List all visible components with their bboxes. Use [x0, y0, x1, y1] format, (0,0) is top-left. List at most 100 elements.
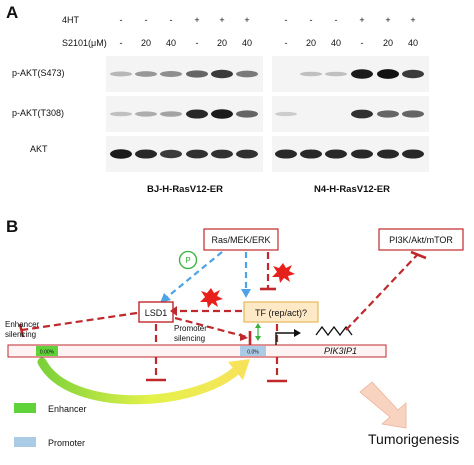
- n4-s2101-4: 20: [383, 38, 393, 48]
- enhancer-region: [36, 346, 58, 356]
- band-n4-row2-lane1: [300, 149, 322, 159]
- legend-enhancer-label: Enhancer: [48, 404, 87, 414]
- panel-b-label: B: [6, 217, 18, 236]
- band-n4-row0-lane4: [377, 69, 399, 79]
- band-n4-row0-lane3: [351, 69, 373, 79]
- enhancer-silencing-label-1: Enhancer: [5, 320, 40, 329]
- band-n4-row2-lane5: [402, 149, 424, 159]
- band-bj-row1-lane3: [186, 109, 208, 119]
- bj-ht-1: -: [145, 15, 148, 25]
- n4-ht-5: +: [410, 15, 415, 25]
- n4-s2101-3: -: [361, 38, 364, 48]
- legend-enhancer-swatch: [14, 403, 36, 413]
- promoter-region: [240, 346, 266, 356]
- band-bj-row2-lane3: [186, 149, 208, 159]
- bj-s2101-3: -: [196, 38, 199, 48]
- down-arrowhead-icon: [255, 336, 261, 341]
- band-bj-row2-lane1: [135, 149, 157, 159]
- legend-promoter-label: Promoter: [48, 438, 85, 448]
- band-n4-row0-lane1: [300, 71, 322, 77]
- ras-mek-erk-box: [203, 228, 279, 251]
- burst-icon: [200, 288, 223, 308]
- tumorigenesis-label: Tumorigenesis: [368, 431, 459, 447]
- tumorigenesis-arrow-icon: [359, 381, 407, 429]
- band-bj-row0-lane4: [211, 69, 233, 79]
- bj-s2101-1: 20: [141, 38, 151, 48]
- n4-s2101-1: 20: [306, 38, 316, 48]
- mrna-icon: [315, 325, 353, 337]
- band-bj-row1-lane2: [160, 111, 182, 117]
- enhancer-silencing-label-2: silencing: [5, 330, 36, 339]
- band-n4-row1-lane3: [351, 109, 373, 119]
- phosphorylation-label: P: [185, 256, 190, 265]
- gene-name: PIK3IP1: [324, 346, 357, 356]
- n4-ht-3: +: [359, 15, 364, 25]
- blot-label-akt: AKT: [30, 144, 48, 154]
- western-blot-bands: [110, 69, 424, 159]
- band-bj-row2-lane0: [110, 149, 132, 159]
- bj-ht-0: -: [120, 15, 123, 25]
- band-bj-row0-lane3: [186, 70, 208, 78]
- ras-to-lsd1-arrowhead: [160, 293, 171, 303]
- band-n4-row2-lane2: [325, 149, 347, 159]
- gene-track: [7, 344, 387, 358]
- bj-ht-3: +: [194, 15, 199, 25]
- bj-s2101-4: 20: [217, 38, 227, 48]
- bj-ht-4: +: [219, 15, 224, 25]
- cell-line-bj: BJ-H-RasV12-ER: [147, 184, 223, 195]
- pi3k-akt-mtor-label: PI3K/Akt/mTOR: [389, 235, 453, 245]
- band-n4-row1-lane4: [377, 110, 399, 118]
- band-n4-row0-lane2: [325, 71, 347, 77]
- band-bj-row2-lane4: [211, 149, 233, 159]
- blot-label-pakt-t308: p-AKT(T308): [12, 108, 64, 118]
- band-bj-row2-lane5: [236, 149, 258, 159]
- band-n4-row2-lane4: [377, 149, 399, 159]
- promoter-silencing-line: [174, 316, 248, 339]
- ras-mek-erk-label: Ras/MEK/ERK: [211, 235, 270, 245]
- promoter-silencing-label-2: silencing: [174, 334, 205, 343]
- pi3k-akt-mtor-box: [378, 228, 464, 251]
- band-bj-row1-lane5: [236, 110, 258, 118]
- loop-arrowhead: [228, 359, 250, 380]
- band-bj-row0-lane1: [135, 71, 157, 77]
- band-n4-row1-lane5: [402, 110, 424, 118]
- ras-to-lsd1-arrow: [165, 251, 223, 299]
- enhancer-region-text: 0.00%: [40, 350, 55, 356]
- transcription-start-arrow: [275, 332, 296, 345]
- promoter-silencing-arrowhead: [240, 333, 248, 341]
- n4-ht-4: +: [385, 15, 390, 25]
- n4-s2101-2: 40: [331, 38, 341, 48]
- promoter-region-text: 0.0%: [247, 350, 259, 356]
- row-s2101-label: S2101(μM): [62, 38, 107, 48]
- n4-ht-2: -: [335, 15, 338, 25]
- band-n4-row2-lane3: [351, 149, 373, 159]
- band-bj-row0-lane2: [160, 70, 182, 78]
- band-bj-row1-lane4: [211, 109, 233, 119]
- bj-ht-2: -: [170, 15, 173, 25]
- n4-ht-1: -: [310, 15, 313, 25]
- enhancer-silencing-bar: [18, 323, 25, 338]
- enhancer-silencing-line: [21, 311, 138, 332]
- bj-ht-5: +: [244, 15, 249, 25]
- band-n4-row0-lane5: [402, 69, 424, 79]
- phosphorylation-icon: [178, 250, 198, 270]
- band-bj-row1-lane0: [110, 111, 132, 117]
- band-bj-row2-lane2: [160, 149, 182, 159]
- legend-promoter-swatch: [14, 437, 36, 447]
- panel-a-label: A: [6, 3, 18, 22]
- tf-label: TF (rep/act)?: [255, 308, 307, 318]
- tf-box: [243, 301, 319, 323]
- bj-s2101-0: -: [120, 38, 123, 48]
- transcription-start-arrowhead: [294, 329, 301, 337]
- band-n4-row2-lane0: [275, 149, 297, 159]
- pik3ip1-inhibits-pi3k-bar: [410, 250, 427, 260]
- pik3ip1-inhibits-pi3k-line: [345, 253, 419, 331]
- ras-to-tf-arrowhead: [241, 289, 251, 298]
- promoter-silencing-label-1: Promoter: [174, 324, 207, 333]
- tf-lsd1-arrowhead: [170, 306, 177, 316]
- treatment-header: -----20-20-40-40+-+-+20+20+40+40: [120, 15, 419, 48]
- band-bj-row0-lane0: [110, 71, 132, 77]
- row-4ht-label: 4HT: [62, 15, 80, 25]
- n4-ht-0: -: [285, 15, 288, 25]
